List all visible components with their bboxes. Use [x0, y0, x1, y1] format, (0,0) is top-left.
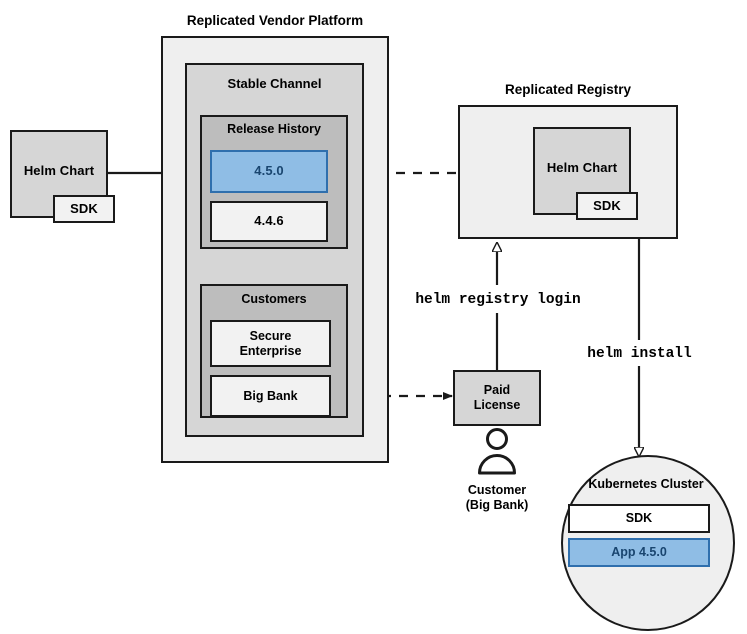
source-helm-chart-sdk[interactable]: SDK	[53, 195, 115, 223]
command-helm-install: helm install	[587, 346, 692, 362]
cluster-component-label: SDK	[625, 511, 653, 525]
source-sdk-label: SDK	[70, 200, 98, 216]
vendor-platform-title: Replicated Vendor Platform	[186, 13, 364, 28]
source-helm-chart-label: Helm Chart	[23, 163, 95, 178]
customer-actor-line1: Customer	[467, 483, 527, 497]
release-version-label: 4.4.6	[254, 213, 284, 229]
stable-channel-title: Stable Channel	[227, 76, 322, 91]
paid-license-line1: Paid	[483, 383, 511, 397]
customer-name-line1: Secure	[249, 328, 292, 343]
cluster-component-app[interactable]: App 4.5.0	[568, 538, 710, 567]
release-version-label: 4.5.0	[254, 163, 284, 179]
cluster-component-sdk[interactable]: SDK	[568, 504, 710, 533]
release-item-4-4-6[interactable]: 4.4.6	[210, 201, 328, 242]
registry-helm-chart-label: Helm Chart	[546, 160, 618, 175]
source-helm-chart[interactable]: Helm Chart	[10, 130, 108, 218]
customer-name-line1: Big Bank	[243, 388, 298, 403]
release-item-4-5-0[interactable]: 4.5.0	[210, 150, 328, 193]
customer-secure-enterprise[interactable]: Secure Enterprise	[210, 320, 331, 367]
customer-big-bank[interactable]: Big Bank	[210, 375, 331, 417]
customer-actor-line2: (Big Bank)	[465, 498, 529, 512]
customer-actor-label: Customer (Big Bank)	[432, 483, 562, 513]
registry-helm-chart-sdk[interactable]: SDK	[576, 192, 638, 220]
person-icon	[478, 428, 516, 475]
cluster-component-label: App 4.5.0	[611, 545, 667, 559]
customers-title: Customers	[241, 292, 307, 306]
paid-license[interactable]: Paid License	[453, 370, 541, 426]
kubernetes-cluster-title: Kubernetes Cluster	[588, 477, 704, 491]
command-helm-registry-login: helm registry login	[415, 292, 581, 308]
customer-name-line2: Enterprise	[239, 343, 302, 358]
registry-sdk-label: SDK	[593, 197, 621, 213]
release-history-title: Release History	[227, 122, 321, 136]
registry-title: Replicated Registry	[504, 82, 632, 97]
paid-license-line2: License	[473, 398, 521, 412]
